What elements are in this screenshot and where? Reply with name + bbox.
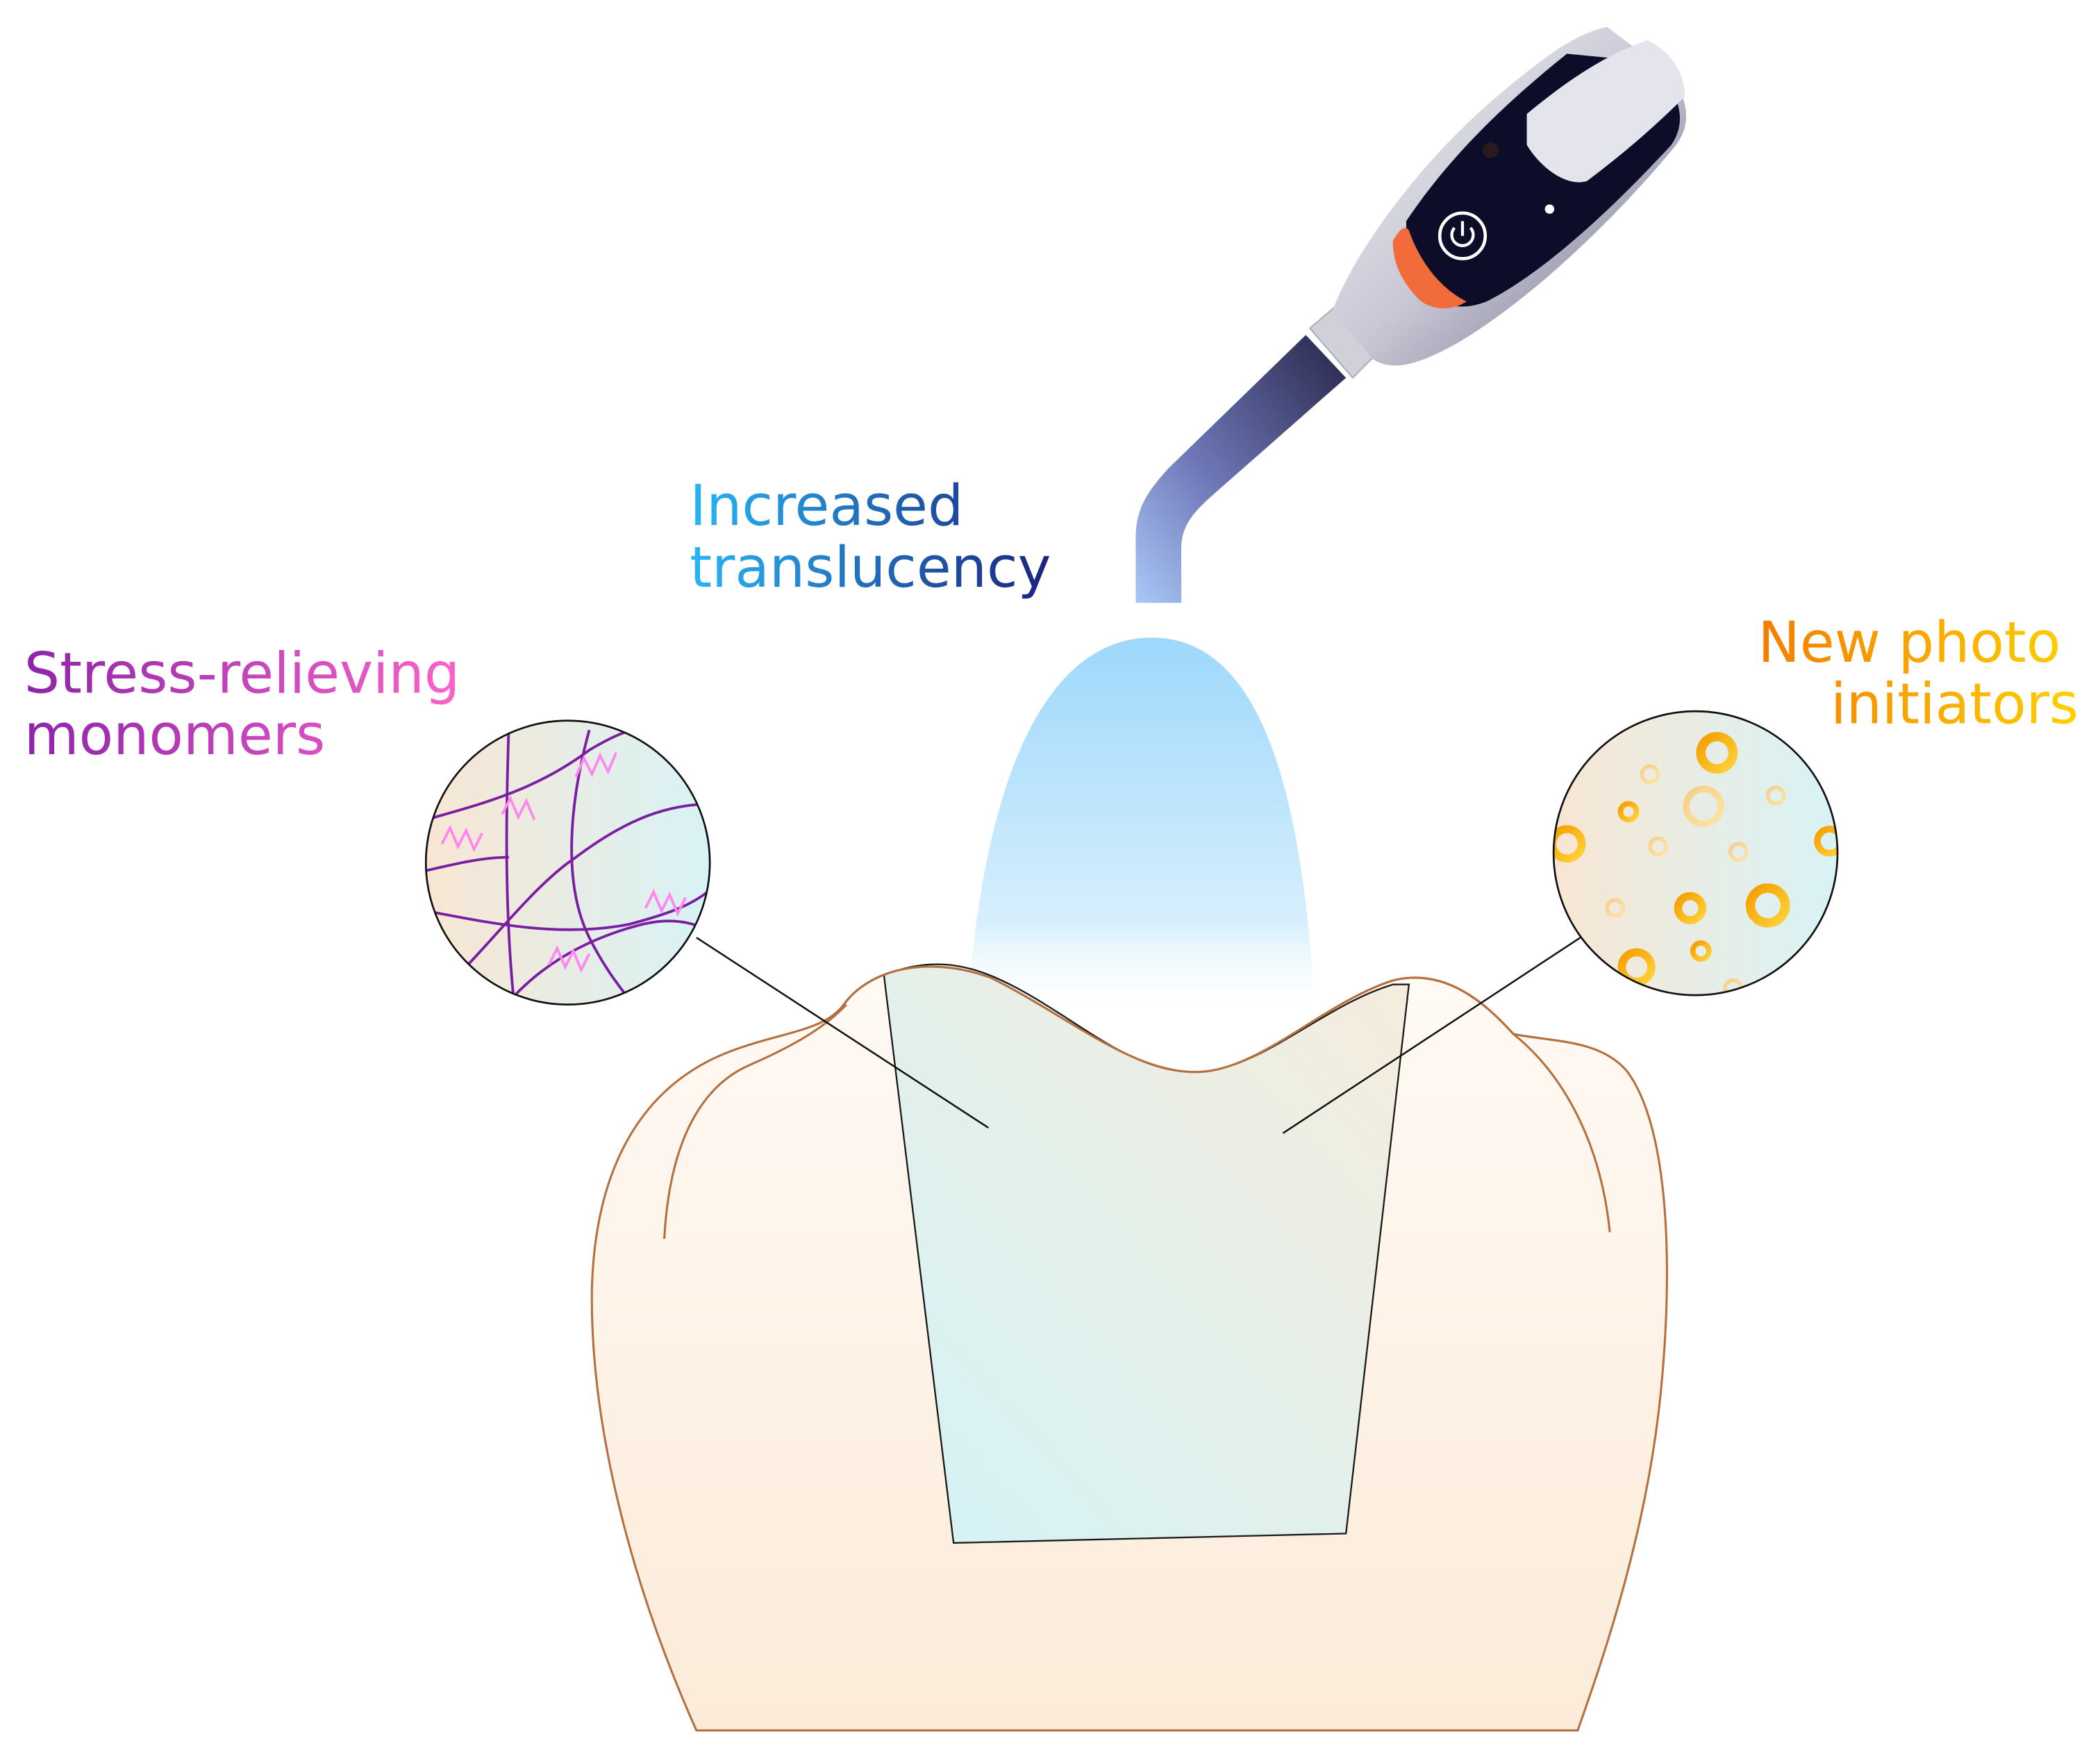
tooth-cusp-left — [663, 1003, 847, 1240]
light-guide — [1135, 335, 1347, 603]
monomer-magnifier — [424, 719, 711, 1006]
initiator-magnifier — [1552, 710, 1839, 996]
light-beam — [967, 637, 1315, 1018]
restoration — [883, 963, 1410, 1544]
curing-light-device — [1135, 26, 1687, 603]
spring-linkers — [440, 752, 688, 974]
translucency-label: Increased translucency — [690, 474, 1051, 601]
leader-line-photo — [1282, 937, 1581, 1134]
device-accent — [1392, 228, 1467, 309]
stress-label: Stress-relieving monomers — [24, 641, 478, 768]
sensor-dot — [1482, 142, 1499, 158]
tooth-cusp-right — [1512, 1033, 1611, 1233]
occlusal-outline — [842, 965, 1515, 1074]
power-icon[interactable] — [1438, 211, 1488, 260]
indicator-light — [1544, 204, 1555, 214]
leader-line-stress — [696, 937, 989, 1129]
display-window — [1526, 40, 1685, 183]
photo-label: New photo initiators — [1758, 610, 2078, 737]
